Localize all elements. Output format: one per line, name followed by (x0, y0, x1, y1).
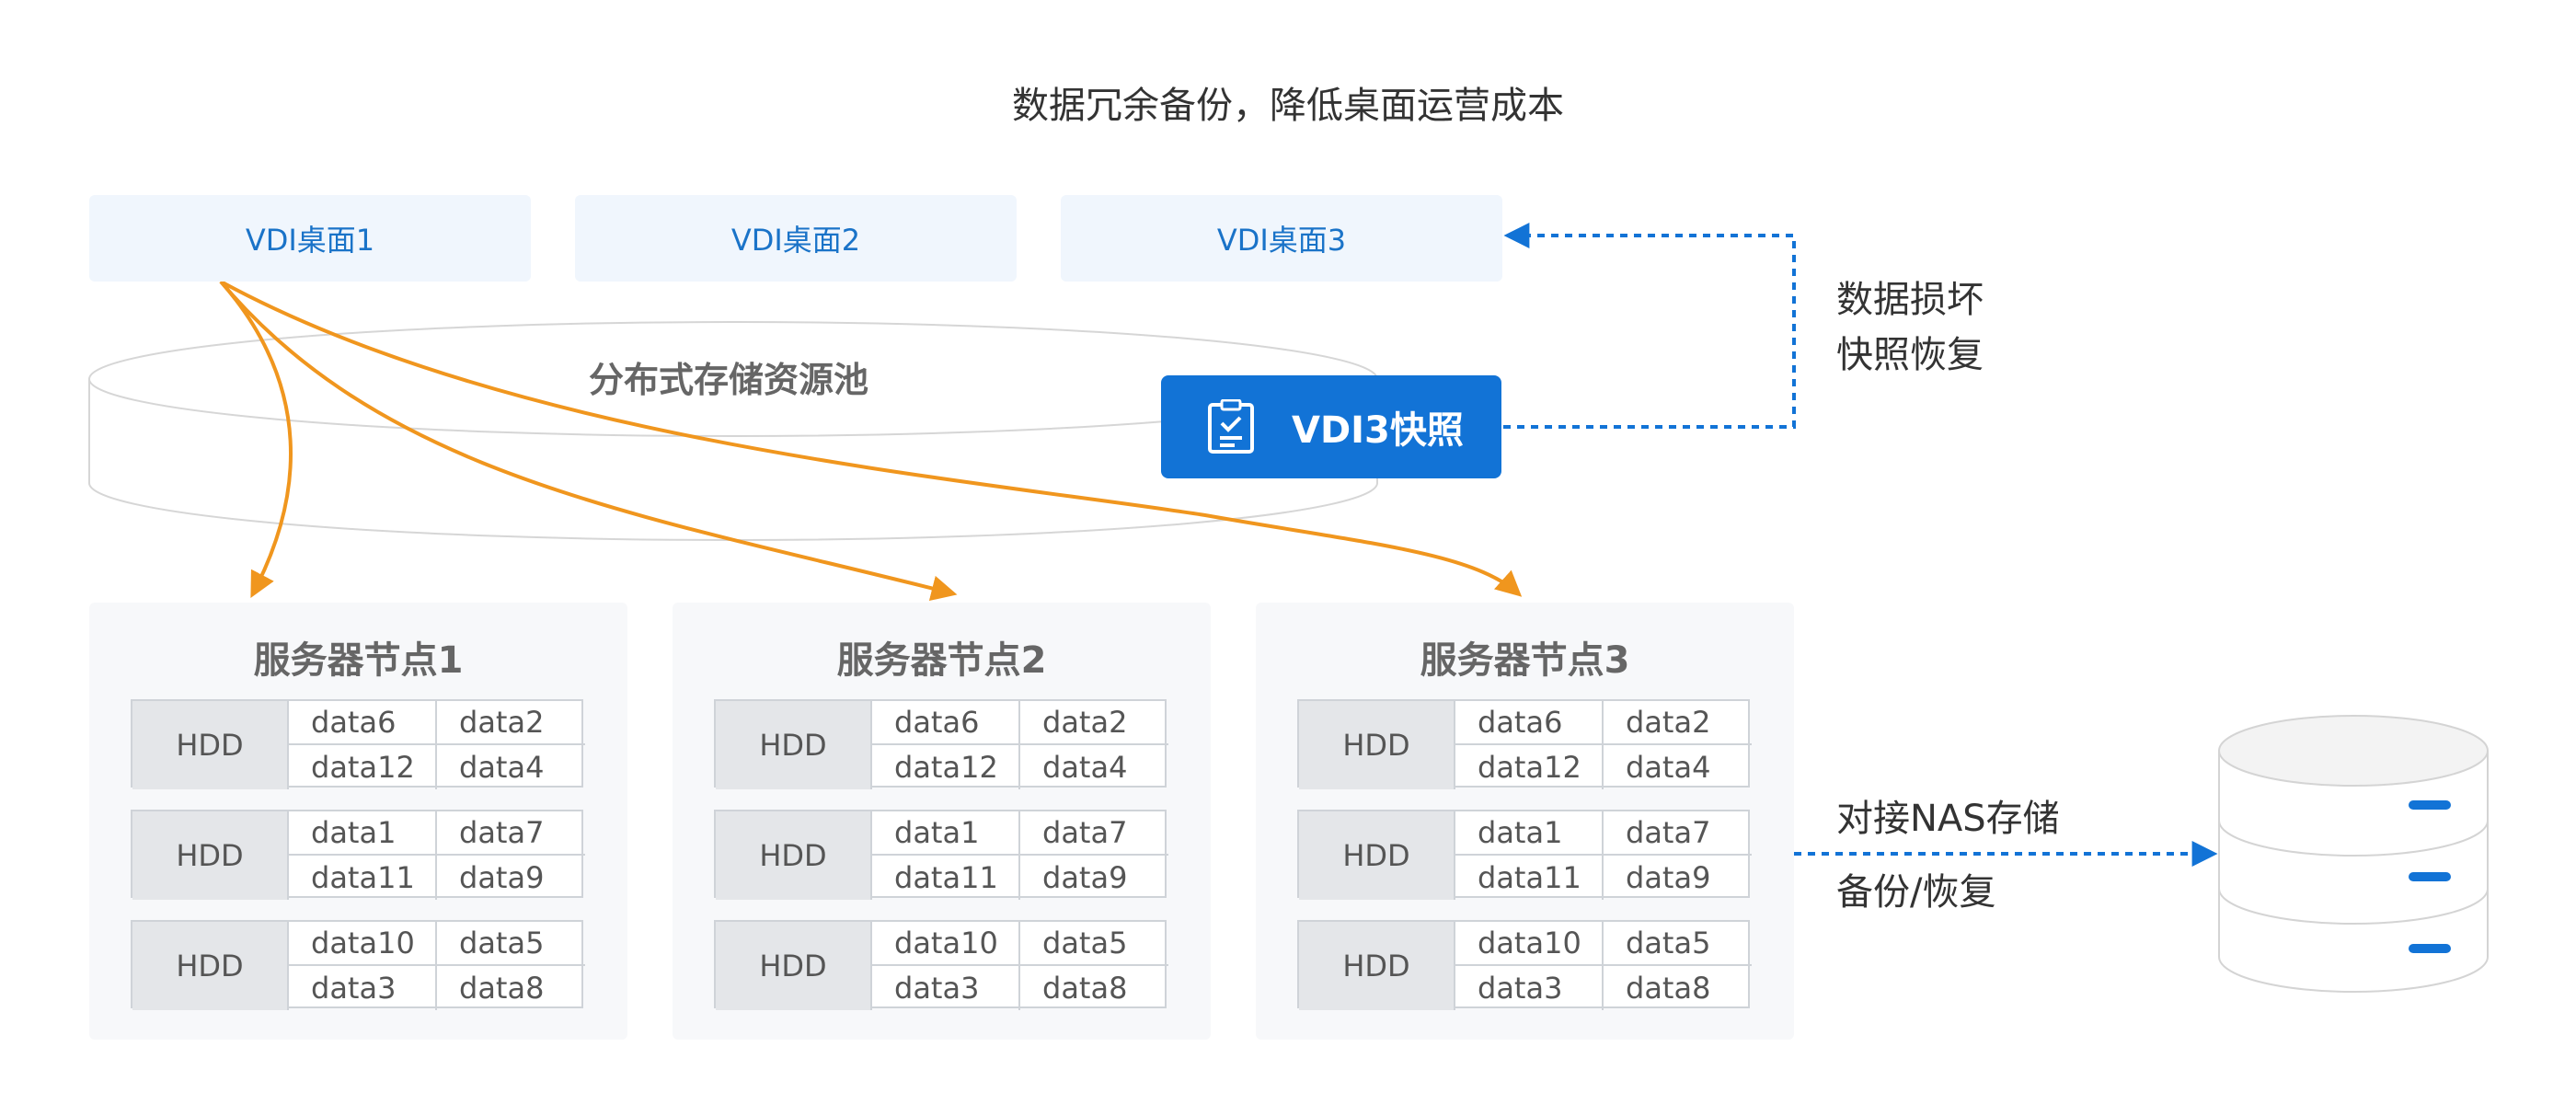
hdd-label: HDD (716, 811, 872, 900)
data-block: data3 (289, 966, 437, 1010)
hdd-label: HDD (132, 811, 289, 900)
data-block: data7 (437, 811, 585, 856)
snapshot-note: 数据损坏 快照恢复 (1836, 272, 1984, 383)
nas-note-line-1: 对接NAS存储 (1836, 798, 2060, 840)
data-block: data3 (1455, 966, 1604, 1010)
snapshot-note-line-2: 快照恢复 (1836, 334, 1984, 376)
hdd-label: HDD (132, 922, 289, 1010)
data-block: data2 (1604, 701, 1752, 745)
snapshot-restore-line (1503, 223, 1796, 429)
hdd-disk: HDD data10 data5 data3 data8 (1297, 920, 1752, 1010)
data-block: data5 (1604, 922, 1752, 966)
page-title: 数据冗余备份，降低桌面运营成本 (1012, 85, 1564, 127)
hdd-label: HDD (1299, 701, 1455, 789)
hdd-disk: HDD data6 data2 data12 data4 (131, 699, 585, 789)
snapshot-note-line-1: 数据损坏 (1836, 279, 1984, 321)
snapshot-button-label: VDI3快照 (1292, 409, 1464, 452)
storage-pool-label: 分布式存储资源池 (589, 360, 869, 400)
data-block: data12 (872, 745, 1020, 789)
data-block: data2 (437, 701, 585, 745)
server-node-title: 服务器节点3 (1420, 639, 1630, 682)
server-node-title: 服务器节点2 (836, 639, 1047, 682)
data-block: data8 (1626, 971, 1711, 1006)
vdi-desktop-3[interactable]: VDI桌面3 (1061, 195, 1502, 282)
data-block: data4 (1042, 750, 1128, 785)
server-node-title: 服务器节点1 (253, 639, 464, 682)
hdd-label: HDD (1299, 922, 1455, 1010)
data-block: data1 (289, 811, 437, 856)
vdi-desktop-2[interactable]: VDI桌面2 (575, 195, 1017, 282)
arrow-to-node-2 (219, 280, 958, 602)
data-block: data12 (1455, 745, 1604, 789)
database-server-icon (2218, 715, 2489, 993)
data-block: data10 (1455, 922, 1604, 966)
hdd-label: HDD (1299, 811, 1455, 900)
nas-note-line-2: 备份/恢复 (1836, 871, 1996, 914)
data-block: data1 (872, 811, 1020, 856)
data-block: data9 (1042, 860, 1128, 895)
data-block: data3 (872, 966, 1020, 1010)
hdd-disk: HDD data10 data5 data3 data8 (714, 920, 1168, 1010)
data-block: data10 (872, 922, 1020, 966)
hdd-disk: HDD data6 data2 data12 data4 (1297, 699, 1752, 789)
server-node-2: 服务器节点2 HDD data6 data2 data12 data4 HDD … (673, 603, 1211, 1040)
data-block: data6 (289, 701, 437, 745)
data-block: data2 (1020, 701, 1168, 745)
hdd-disk: HDD data10 data5 data3 data8 (131, 920, 585, 1010)
hdd-label: HDD (716, 922, 872, 1010)
vdi-desktop-1[interactable]: VDI桌面1 (89, 195, 531, 282)
data-block: data11 (872, 856, 1020, 900)
data-distribution-arrows (219, 280, 1523, 602)
arrow-to-node-1 (219, 280, 293, 598)
hdd-label: HDD (132, 701, 289, 789)
data-block: data9 (459, 860, 545, 895)
data-block: data9 (1626, 860, 1711, 895)
data-block: data12 (289, 745, 437, 789)
data-block: data6 (872, 701, 1020, 745)
vdi3-snapshot-button[interactable]: VDI3快照 (1161, 375, 1501, 478)
data-block: data5 (1020, 922, 1168, 966)
data-block: data7 (1604, 811, 1752, 856)
data-block: data7 (1020, 811, 1168, 856)
data-block: data11 (289, 856, 437, 900)
data-block: data8 (459, 971, 545, 1006)
hdd-label: HDD (716, 701, 872, 789)
data-block: data5 (437, 922, 585, 966)
hdd-disk: HDD data1 data7 data11 data9 (131, 810, 585, 900)
data-block: data8 (1042, 971, 1128, 1006)
data-block: data4 (459, 750, 545, 785)
server-node-3: 服务器节点3 HDD data6 data2 data12 data4 HDD … (1256, 603, 1794, 1040)
hdd-disk: HDD data6 data2 data12 data4 (714, 699, 1168, 789)
hdd-disk: HDD data1 data7 data11 data9 (714, 810, 1168, 900)
data-block: data1 (1455, 811, 1604, 856)
data-block: data6 (1455, 701, 1604, 745)
data-block: data10 (289, 922, 437, 966)
server-node-1: 服务器节点1 HDD data6 data2 data12 data4 HDD … (89, 603, 627, 1040)
data-block: data4 (1626, 750, 1711, 785)
arrow-to-node-3 (220, 280, 1523, 597)
data-block: data11 (1455, 856, 1604, 900)
clipboard-check-icon (1208, 399, 1254, 454)
hdd-disk: HDD data1 data7 data11 data9 (1297, 810, 1752, 900)
